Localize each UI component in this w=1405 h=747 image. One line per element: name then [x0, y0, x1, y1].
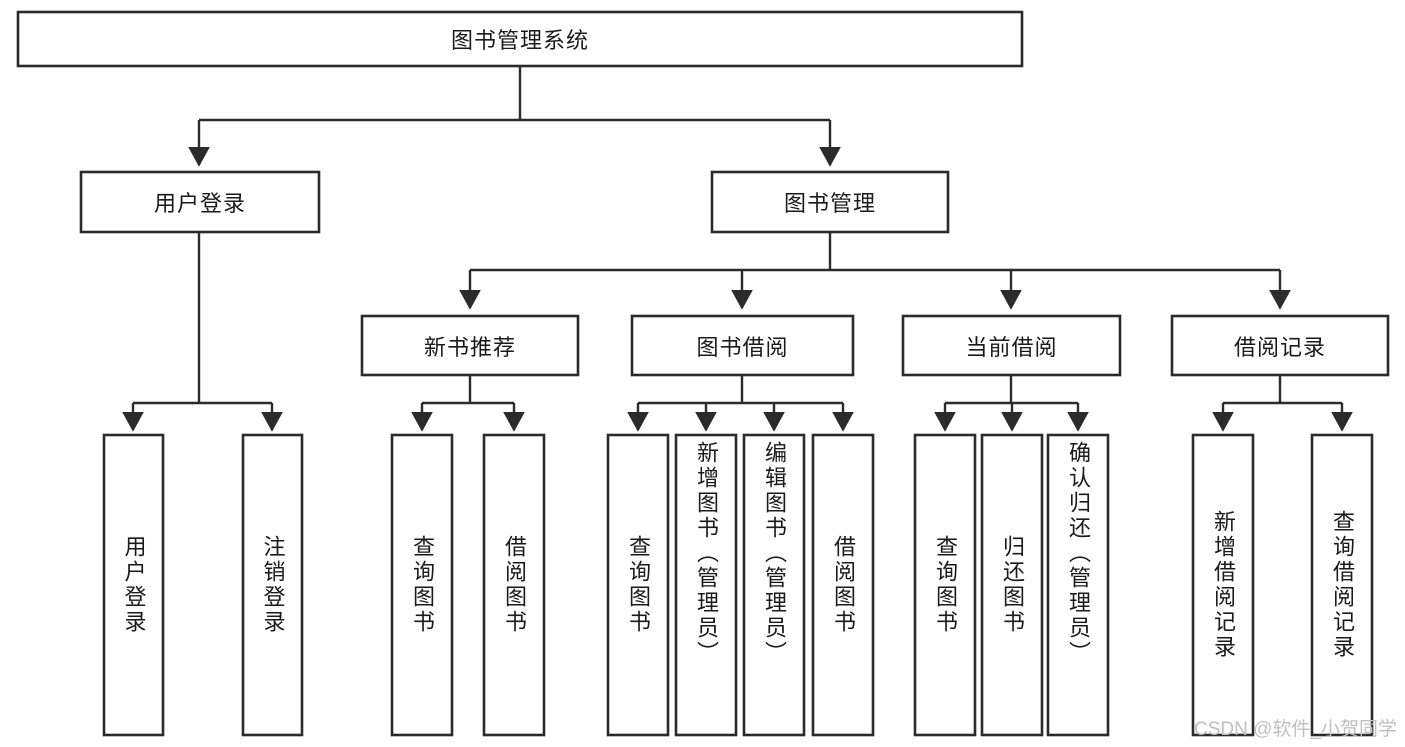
node-leaf-box-records-1[interactable] — [1191, 433, 1255, 737]
node-leaf-box-new-book-2[interactable] — [482, 433, 546, 737]
node-leaf-box-new-book-1[interactable] — [390, 433, 454, 737]
node-leaf-box-current-1[interactable] — [913, 433, 977, 737]
node-current-box[interactable] — [901, 314, 1122, 377]
node-root-box[interactable] — [16, 10, 1024, 68]
node-new-book-box[interactable] — [360, 314, 580, 377]
node-leaf-box-borrow-3[interactable] — [742, 433, 806, 737]
node-book-mgmt-box[interactable] — [710, 170, 950, 234]
connector-group-current — [934, 375, 1089, 432]
connector-group-book-mgmt — [459, 232, 1291, 310]
csdn-watermark: CSDN @软件_小贺同学 — [1194, 719, 1397, 740]
connector-group-user-login — [122, 232, 283, 432]
node-leaf-box-user-login-2[interactable] — [241, 433, 304, 737]
node-leaf-box-user-login-1[interactable] — [102, 433, 165, 737]
node-leaf-box-borrow-2[interactable] — [674, 433, 738, 737]
node-leaf-box-current-2[interactable] — [980, 433, 1044, 737]
node-leaf-box-current-3[interactable] — [1046, 433, 1110, 737]
node-leaf-box-records-2[interactable] — [1310, 433, 1374, 737]
connector-group-records — [1212, 375, 1353, 432]
node-user-login-box[interactable] — [79, 170, 321, 234]
connector-group-new-book — [411, 375, 525, 432]
node-records-box[interactable] — [1170, 314, 1390, 377]
connector-group-borrow — [627, 375, 854, 432]
connector-group-root — [188, 66, 841, 167]
node-leaf-box-borrow-4[interactable] — [811, 433, 875, 737]
node-borrow-box[interactable] — [630, 314, 855, 377]
node-leaf-box-borrow-1[interactable] — [606, 433, 670, 737]
